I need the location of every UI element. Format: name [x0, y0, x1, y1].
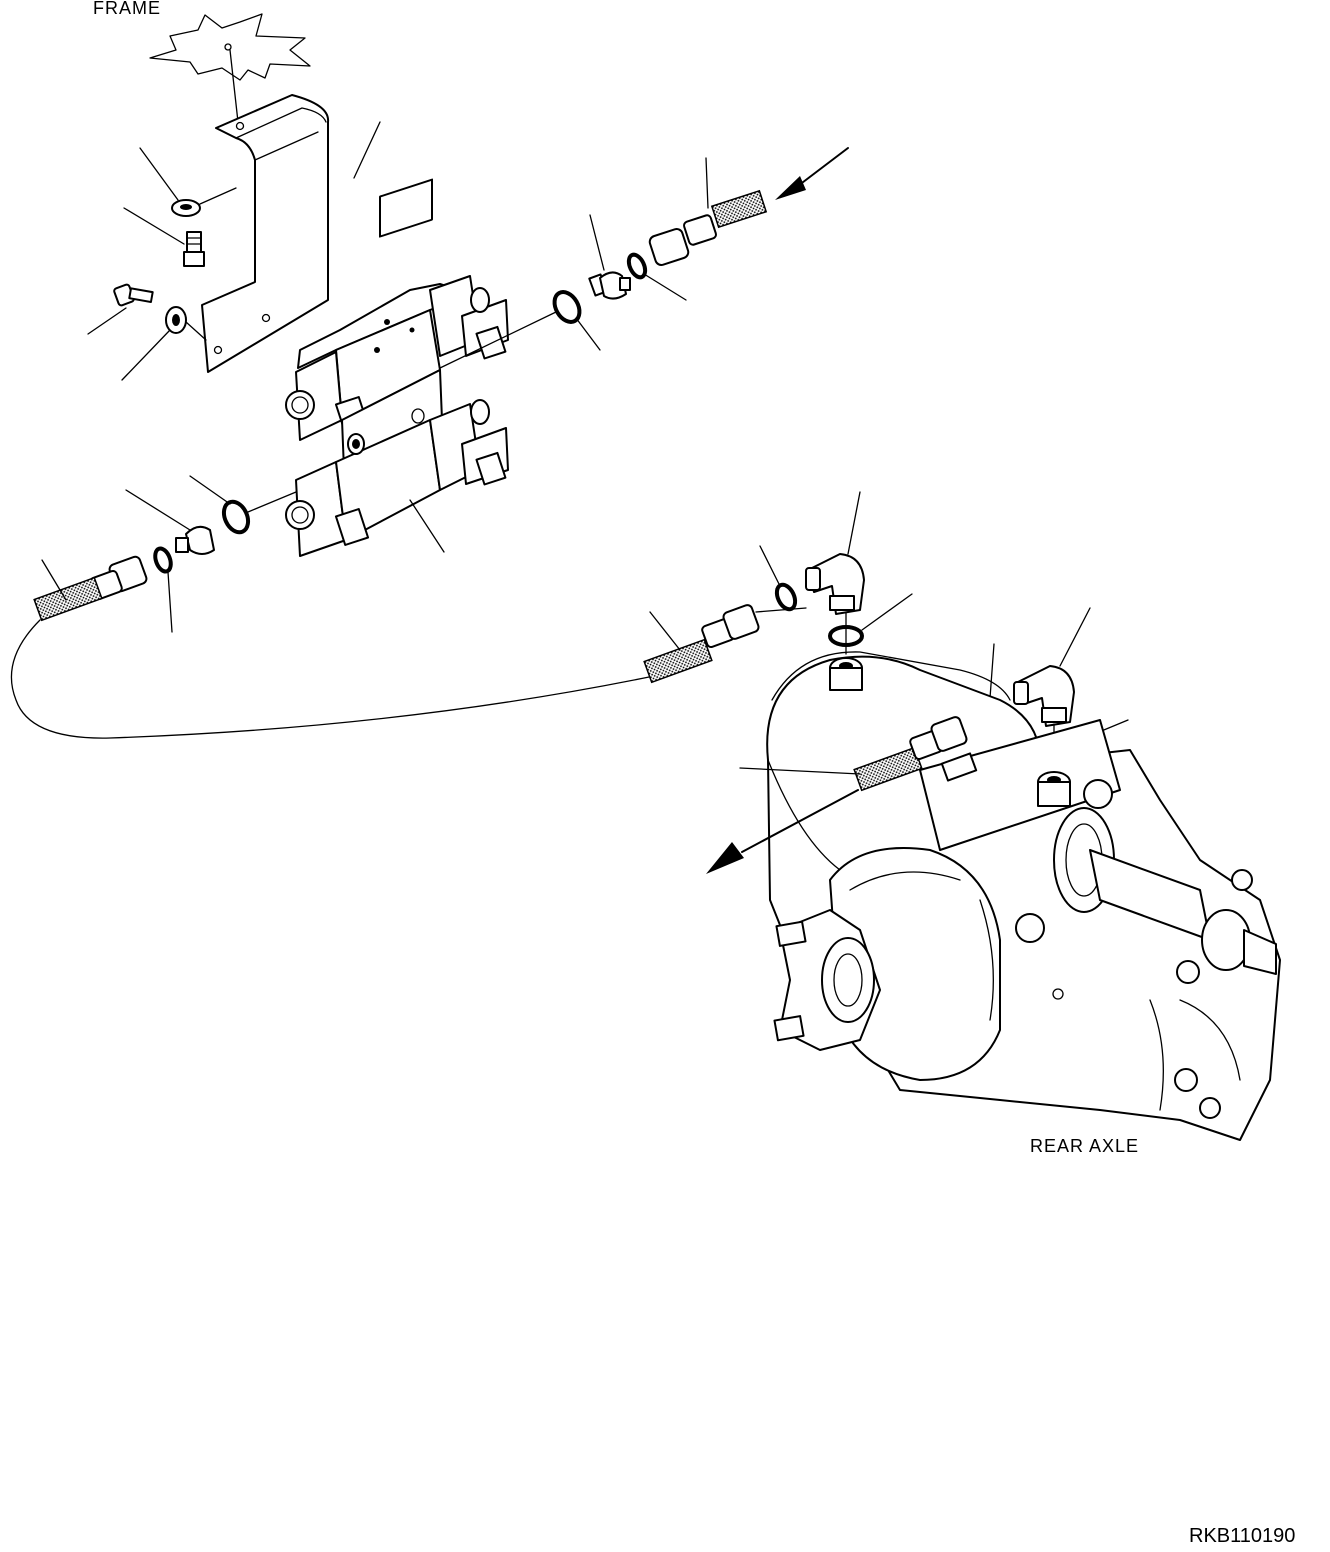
hose-fitting-axle	[706, 716, 978, 874]
bolt-left	[87, 283, 154, 335]
rear-axle-label: REAR AXLE	[1030, 1136, 1140, 1156]
hose-fitting-lower	[33, 555, 148, 622]
o-ring-lower-b	[153, 546, 173, 633]
o-ring-elbow-a-base	[828, 593, 913, 647]
hose-fitting-upper	[648, 147, 849, 266]
o-ring-upper-a	[439, 290, 601, 369]
o-ring-elbow-a	[759, 545, 798, 612]
rear-axle-housing	[766, 651, 1281, 1141]
frame-label: FRAME	[93, 0, 161, 18]
hose-fitting-middle	[643, 604, 807, 684]
washer-left	[121, 306, 207, 381]
o-ring-lower-a	[189, 475, 297, 535]
adapter-lower	[125, 489, 215, 555]
elbow-fitting-a	[805, 491, 865, 655]
bolt-top	[123, 207, 205, 267]
drawing-code-label: RKB110190	[1189, 1525, 1296, 1547]
o-ring-upper-b	[626, 252, 687, 301]
adapter-upper	[588, 214, 631, 300]
washer-top	[139, 147, 237, 217]
elbow-fitting-b	[1013, 607, 1091, 781]
solenoid-valve-assembly	[285, 178, 509, 557]
hose-line	[10, 619, 655, 739]
frame-reference-outline	[149, 13, 311, 123]
